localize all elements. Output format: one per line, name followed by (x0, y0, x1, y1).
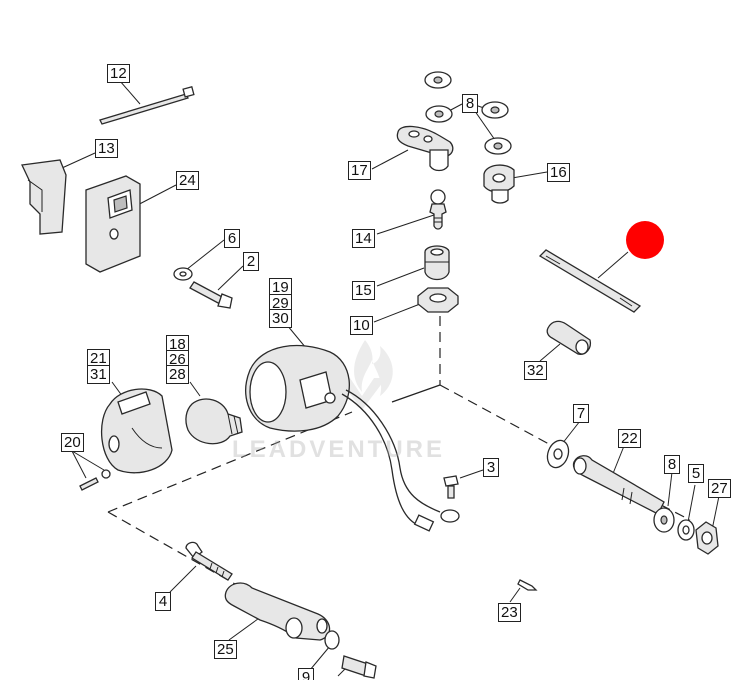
callout-5[interactable]: 5 (688, 464, 704, 483)
callout-23[interactable]: 23 (498, 603, 521, 622)
callout-13[interactable]: 13 (95, 139, 118, 158)
part-25-pedal-arm (224, 582, 331, 641)
callout-4[interactable]: 4 (155, 592, 171, 611)
callout-16[interactable]: 16 (547, 163, 570, 182)
callout-15[interactable]: 15 (352, 281, 375, 300)
callout-7[interactable]: 7 (573, 404, 589, 423)
callout-9[interactable]: 9 (298, 668, 314, 680)
part-12-cable-tie (99, 86, 195, 125)
part-20-screw (79, 469, 111, 491)
callout-28[interactable]: 28 (166, 365, 189, 384)
callout-22[interactable]: 22 (618, 429, 641, 448)
watermark-text: LEADVENTURE (232, 436, 446, 463)
callout-6[interactable]: 6 (224, 229, 240, 248)
callout-17[interactable]: 17 (348, 161, 371, 180)
part-3-small-bolt (443, 475, 459, 499)
callout-14[interactable]: 14 (352, 229, 375, 248)
part-8-lock-washer-lower (653, 507, 675, 533)
callout-25[interactable]: 25 (214, 640, 237, 659)
part-6-washer (173, 267, 193, 281)
part-wire-harness (341, 389, 460, 532)
part-2-bolt (189, 281, 233, 309)
part-13-bracket-plate (21, 159, 67, 235)
callout-20[interactable]: 20 (61, 433, 84, 452)
callout-10[interactable]: 10 (350, 316, 373, 335)
part-22-pivot-shaft (572, 455, 665, 515)
part-10-hex-nut (417, 287, 459, 313)
part-32-spacer (546, 320, 592, 355)
callout-29[interactable]: 29 (269, 294, 292, 313)
callout-27[interactable]: 27 (708, 479, 731, 498)
callout-24[interactable]: 24 (176, 171, 199, 190)
part-8-lock-washers (424, 71, 512, 155)
callout-8-top[interactable]: 8 (462, 94, 478, 113)
part-16-fitting (483, 164, 515, 204)
part-stud-long (538, 249, 642, 313)
part-5-washer (677, 519, 695, 541)
part-15-bushing (424, 245, 450, 281)
part-23-clip (517, 579, 538, 591)
part-19-lamp-housing (245, 345, 350, 432)
callout-12[interactable]: 12 (107, 64, 130, 83)
callout-8-lower[interactable]: 8 (664, 455, 680, 474)
part-9-washer (324, 630, 340, 650)
callout-19[interactable]: 19 (269, 278, 292, 297)
part-lower-bolt (341, 655, 377, 679)
part-17-link-arm (396, 125, 454, 172)
part-18-bulb (185, 398, 243, 445)
part-21-lamp-rim (100, 388, 173, 474)
part-27-cap-nut (695, 521, 719, 555)
part-4-bolt (185, 541, 233, 581)
callout-3[interactable]: 3 (483, 458, 499, 477)
part-14-ball-stud (429, 189, 447, 230)
part-24-switch-housing (85, 175, 141, 273)
callout-18[interactable]: 18 (166, 335, 189, 354)
callout-30[interactable]: 30 (269, 309, 292, 328)
callout-31[interactable]: 31 (87, 365, 110, 384)
callout-2[interactable]: 2 (243, 252, 259, 271)
part-7-washer (546, 439, 570, 469)
red-marker-dot (626, 221, 664, 259)
callout-32[interactable]: 32 (524, 361, 547, 380)
